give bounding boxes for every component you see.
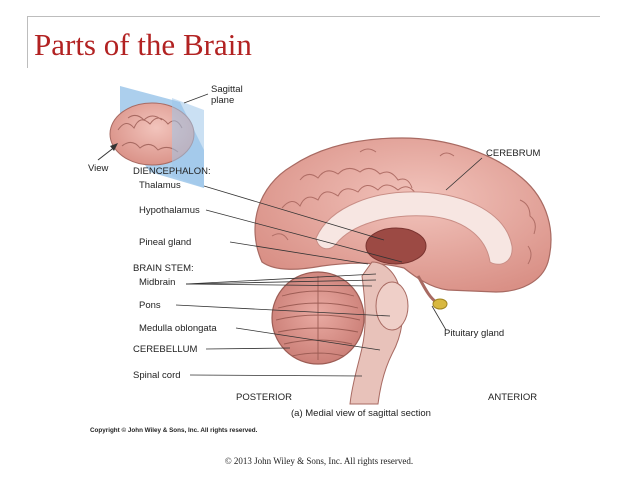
label-pituitary-gland: Pituitary gland — [444, 328, 504, 339]
label-thalamus: Thalamus — [139, 180, 181, 191]
label-cerebrum: CEREBRUM — [486, 148, 540, 159]
slide-footer: © 2013 John Wiley & Sons, Inc. All right… — [224, 456, 414, 466]
main-brain-illustration — [254, 137, 552, 405]
label-cerebellum: CEREBELLUM — [133, 344, 197, 355]
plane-label-line2: plane — [211, 95, 234, 106]
top-rule — [28, 16, 600, 17]
label-diencephalon: DIENCEPHALON: — [133, 166, 211, 177]
label-anterior: ANTERIOR — [488, 392, 537, 403]
view-label: View — [88, 163, 109, 174]
label-posterior: POSTERIOR — [236, 392, 292, 403]
inset-brain-illustration — [109, 86, 204, 188]
label-pineal-gland: Pineal gland — [139, 237, 191, 248]
figure-caption: (a) Medial view of sagittal section — [291, 408, 431, 419]
figure-copyright: Copyright © John Wiley & Sons, Inc. All … — [90, 426, 258, 434]
label-brain-stem: BRAIN STEM: — [133, 263, 194, 274]
pons-region — [375, 281, 409, 331]
plane-leader — [183, 93, 209, 104]
label-hypothalamus: Hypothalamus — [139, 205, 200, 216]
sagittal-plane-front — [172, 98, 204, 188]
cerebellum-folia — [275, 276, 361, 360]
plane-label-line1: Sagittal — [211, 84, 243, 95]
thalamus-region — [365, 227, 427, 265]
view-arrow-head — [110, 143, 118, 151]
pituitary-stalk — [416, 275, 437, 304]
label-pons: Pons — [139, 300, 161, 311]
label-spinal-cord: Spinal cord — [133, 370, 181, 381]
slide-title: Parts of the Brain — [34, 27, 252, 62]
white-matter-band — [315, 191, 513, 265]
cerebrum-folds — [271, 148, 536, 265]
label-midbrain: Midbrain — [139, 277, 175, 288]
leader-lines — [175, 157, 483, 377]
label-medulla-oblongata: Medulla oblongata — [139, 323, 217, 334]
left-rule — [27, 16, 28, 68]
pituitary-gland-shape — [432, 298, 448, 310]
